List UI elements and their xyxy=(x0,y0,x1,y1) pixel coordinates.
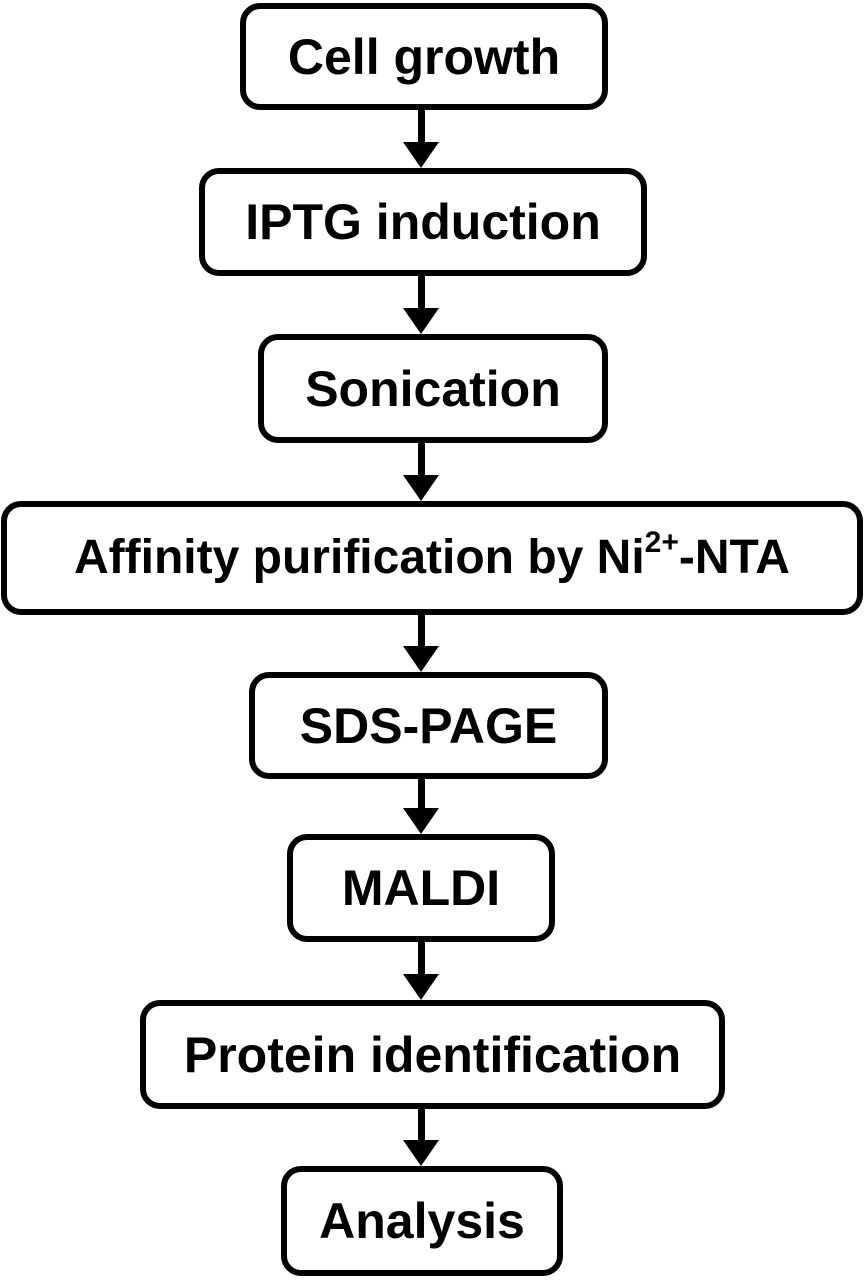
step-cell-growth: Cell growth xyxy=(240,3,608,110)
arrow-down-icon xyxy=(403,443,439,501)
step-label: Affinity purification by Ni2+-NTA xyxy=(74,526,790,584)
step-iptg-induction: IPTG induction xyxy=(199,168,647,276)
step-affinity-purification: Affinity purification by Ni2+-NTA xyxy=(1,501,863,615)
step-label: MALDI xyxy=(341,860,501,916)
step-protein-identification: Protein identification xyxy=(140,1000,725,1109)
arrow-down-icon xyxy=(403,276,439,334)
step-label: Analysis xyxy=(319,1193,525,1249)
arrow-down-icon xyxy=(403,1109,439,1166)
step-sds-page: SDS-PAGE xyxy=(249,672,608,779)
step-label: Sonication xyxy=(305,360,561,417)
arrow-down-icon xyxy=(403,615,439,672)
step-label: IPTG induction xyxy=(245,194,601,250)
arrow-down-icon xyxy=(403,779,439,834)
arrow-down-icon xyxy=(403,110,439,168)
step-sonication: Sonication xyxy=(258,334,608,443)
step-label: Protein identification xyxy=(183,1026,682,1083)
step-label: SDS-PAGE xyxy=(299,697,558,754)
step-analysis: Analysis xyxy=(281,1166,563,1276)
step-maldi: MALDI xyxy=(287,834,555,942)
arrow-down-icon xyxy=(403,942,439,1000)
step-label: Cell growth xyxy=(287,28,561,85)
